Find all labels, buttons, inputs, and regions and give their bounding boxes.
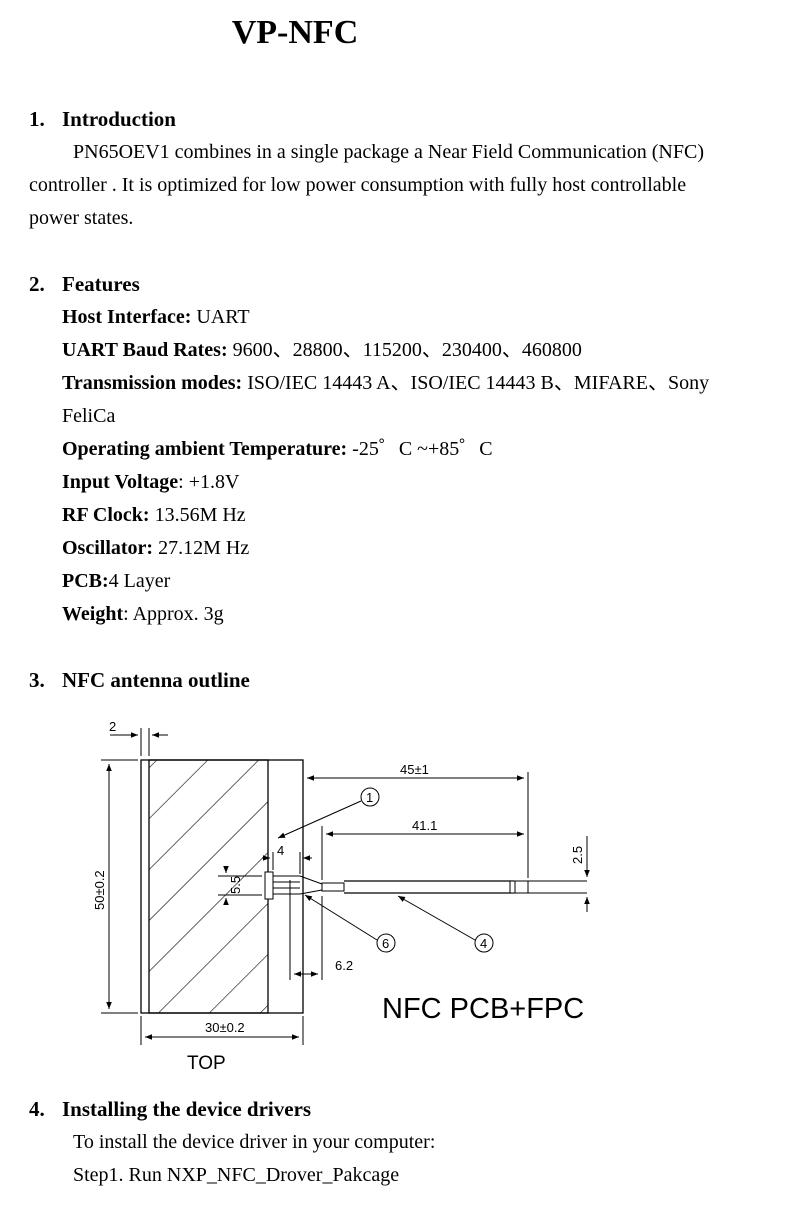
section-heading-introduction: 1. Introduction: [29, 106, 176, 132]
callout-label: 1: [366, 790, 373, 805]
feature-item: Operating ambient Temperature: -25゜C ~+8…: [62, 436, 493, 462]
feature-label: Input Voltage: [62, 471, 179, 493]
section-number: 2.: [29, 272, 45, 296]
feature-value: -25゜C ~+85゜C: [347, 438, 493, 460]
feature-label: RF Clock:: [62, 504, 150, 526]
connector-pads: [264, 871, 345, 900]
dimension-4: 4: [262, 843, 312, 874]
feature-item: UART Baud Rates: 9600、28800、115200、23040…: [62, 337, 582, 363]
dimension-45: 45±1: [302, 760, 529, 878]
feature-item: Host Interface: UART: [62, 304, 250, 330]
dim-label: 2: [109, 719, 116, 734]
document-title: VP-NFC: [231, 14, 359, 51]
feature-item: PCB:4 Layer: [62, 568, 170, 594]
section-heading-features: 2. Features: [29, 271, 140, 297]
feature-item: Transmission modes: ISO/IEC 14443 A、ISO/…: [62, 370, 709, 396]
feature-value: 4 Layer: [108, 570, 171, 592]
callout-label: 4: [480, 936, 487, 951]
feature-item: Oscillator: 27.12M Hz: [62, 535, 249, 561]
dimension-2-5: 2.5: [570, 836, 590, 912]
dim-label: 4: [277, 843, 284, 858]
section-number: 3.: [29, 668, 45, 692]
section-title: Features: [62, 272, 140, 296]
dim-label: 5.5: [228, 876, 243, 894]
feature-value: 27.12M Hz: [153, 537, 250, 559]
callout-4: 4: [397, 895, 494, 953]
feature-value: UART: [191, 306, 250, 328]
intro-paragraph-line1: PN65OEV1 combines in a single package a …: [73, 141, 704, 163]
dimension-41: 41.1: [321, 818, 524, 880]
section-number: 1.: [29, 107, 45, 131]
feature-label: Oscillator:: [62, 537, 154, 559]
drawing-caption: NFC PCB+FPC: [382, 993, 584, 1025]
section-heading-antenna-outline: 3. NFC antenna outline: [29, 667, 250, 693]
drivers-line2: Step1. Run NXP_NFC_Drover_Pakcage: [73, 1164, 400, 1186]
dim-label: 45±1: [400, 762, 429, 777]
dim-label: 50±0.2: [92, 870, 107, 910]
view-label-top: TOP: [187, 1053, 226, 1074]
feature-label: UART Baud Rates:: [62, 339, 228, 361]
section-title: Introduction: [62, 107, 176, 131]
dimension-5-5: 5.5: [218, 866, 262, 905]
callout-1: 1: [277, 787, 380, 839]
section-number: 4.: [29, 1097, 45, 1121]
dim-label: 6.2: [335, 958, 353, 973]
intro-paragraph-line3: power states.: [29, 207, 134, 229]
dimension-30: 30±0.2: [140, 1016, 304, 1045]
feature-label: PCB:: [62, 570, 109, 592]
feature-label: Weight: [62, 603, 124, 625]
feature-label: Operating ambient Temperature:: [62, 438, 348, 460]
dimension-2: 2: [109, 719, 168, 756]
section-title: NFC antenna outline: [62, 668, 250, 692]
dim-label: 2.5: [570, 846, 585, 864]
feature-item-continued: FeliCa: [62, 403, 115, 429]
section-title: Installing the device drivers: [62, 1097, 312, 1121]
feature-value: ISO/IEC 14443 A、ISO/IEC 14443 B、MIFARE、S…: [242, 372, 710, 394]
dim-label: 41.1: [412, 818, 437, 833]
section-heading-drivers: 4. Installing the device drivers: [29, 1096, 311, 1122]
fpc-tail: [344, 880, 587, 894]
dimension-6-2: 6.2: [289, 880, 353, 980]
antenna-outline-drawing: 2 50±0.2 30±0.2 TOP 4: [92, 719, 590, 1074]
feature-item: Weight: Approx. 3g: [62, 601, 224, 627]
feature-item: RF Clock: 13.56M Hz: [62, 502, 246, 528]
feature-label: Transmission modes:: [62, 372, 243, 394]
feature-item: Input Voltage: +1.8V: [62, 469, 239, 495]
callout-label: 6: [382, 936, 389, 951]
feature-value: : Approx. 3g: [123, 603, 224, 625]
feature-value: 13.56M Hz: [149, 504, 246, 526]
intro-paragraph-line2: controller . It is optimized for low pow…: [29, 174, 687, 196]
feature-value: FeliCa: [62, 405, 116, 427]
callout-6: 6: [304, 894, 396, 953]
feature-value: : +1.8V: [178, 471, 240, 493]
drivers-line1: To install the device driver in your com…: [73, 1131, 436, 1153]
dimension-50: 50±0.2: [92, 759, 138, 1014]
feature-value: 9600、28800、115200、230400、460800: [227, 339, 582, 361]
dim-label: 30±0.2: [205, 1020, 245, 1035]
antenna-hatched-area: [148, 759, 269, 1014]
feature-label: Host Interface:: [62, 306, 192, 328]
